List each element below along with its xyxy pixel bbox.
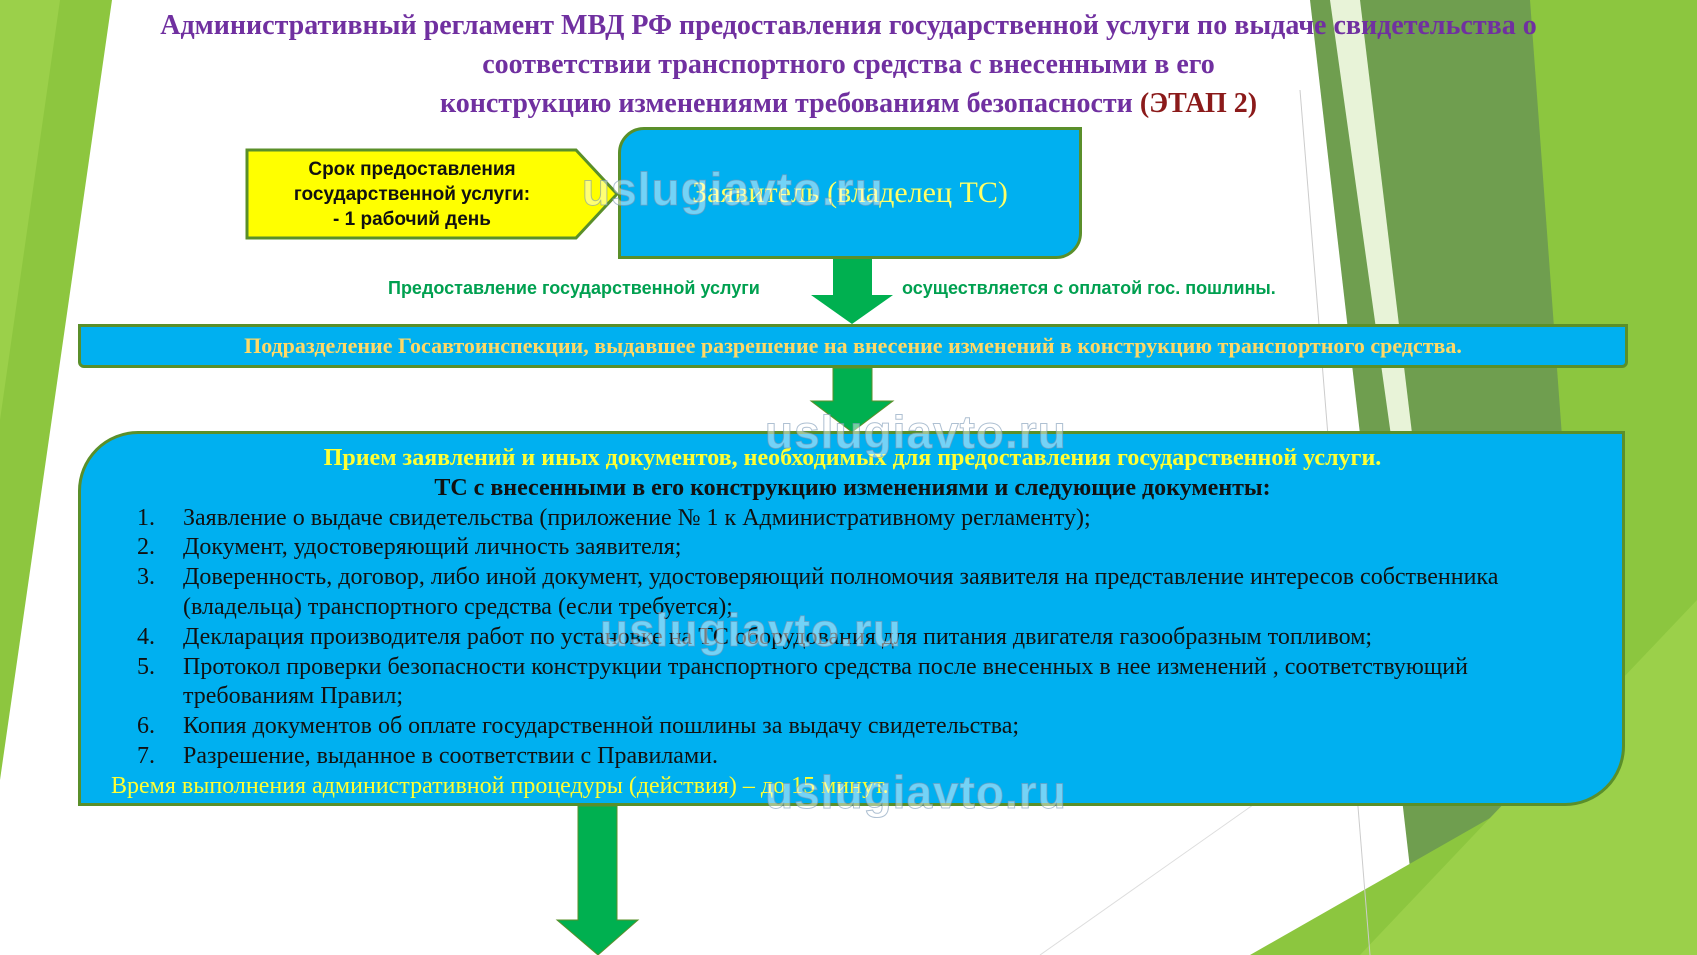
deadline-line-2: государственной услуги: xyxy=(293,184,531,205)
stage-label: (ЭТАП 2) xyxy=(1139,88,1258,119)
deadline-line-1: Срок предоставления xyxy=(308,159,516,180)
list-item: Разрешение, выданное в соответствии с Пр… xyxy=(161,742,1594,772)
fee-note-right: осуществляется с оплатой гос. пошлины. xyxy=(902,278,1276,298)
title-line-3-text: конструкцию изменениями требованиям безо… xyxy=(439,88,1133,119)
watermark: uslugiavto.ru xyxy=(765,406,1067,459)
reception-subheading: ТС с внесенными в его конструкцию измене… xyxy=(434,474,1271,501)
arrow-down-3 xyxy=(555,805,640,955)
documents-list: Заявление о выдаче свидетельства (прилож… xyxy=(111,504,1594,772)
arrow-down-2 xyxy=(809,367,895,433)
deadline-callout-shape xyxy=(245,148,620,240)
fee-note-left: Предоставление государственной услуги xyxy=(388,278,760,298)
arrow-down-1 xyxy=(811,259,893,324)
watermark: uslugiavto.ru xyxy=(765,766,1067,819)
list-item: Доверенность, договор, либо иной докумен… xyxy=(161,563,1594,623)
applicant-box: Заявитель (владелец ТС) xyxy=(618,127,1082,259)
list-item: Документ, удостоверяющий личность заявит… xyxy=(161,533,1594,563)
watermark: uslugiavto.ru xyxy=(582,163,884,216)
list-item: Копия документов об оплате государственн… xyxy=(161,712,1594,742)
deadline-line-3: - 1 рабочий день xyxy=(333,209,491,230)
list-item: Декларация производителя работ по устано… xyxy=(161,623,1594,653)
procedure-time: Время выполнения административной процед… xyxy=(111,772,889,799)
watermark: uslugiavto.ru xyxy=(600,604,902,657)
list-item: Протокол проверки безопасности конструкц… xyxy=(161,653,1594,713)
reception-heading: Прием заявлений и иных документов, необх… xyxy=(323,445,1382,471)
department-box: Подразделение Госавтоинспекции, выдавшее… xyxy=(78,324,1628,368)
list-item: Заявление о выдаче свидетельства (прилож… xyxy=(161,504,1594,534)
title-line-3: конструкцию изменениями требованиям безо… xyxy=(0,84,1697,123)
reception-box: Прием заявлений и иных документов, необх… xyxy=(78,431,1625,806)
deadline-callout: Срок предоставления государственной услу… xyxy=(247,157,577,232)
applicant-label: Заявитель (владелец ТС) xyxy=(692,176,1008,209)
title-line-1: Административный регламент МВД РФ предос… xyxy=(160,10,1537,41)
title-line-2: соответствии транспортного средства с вн… xyxy=(482,49,1215,80)
page-title: Административный регламент МВД РФ предос… xyxy=(0,6,1697,123)
